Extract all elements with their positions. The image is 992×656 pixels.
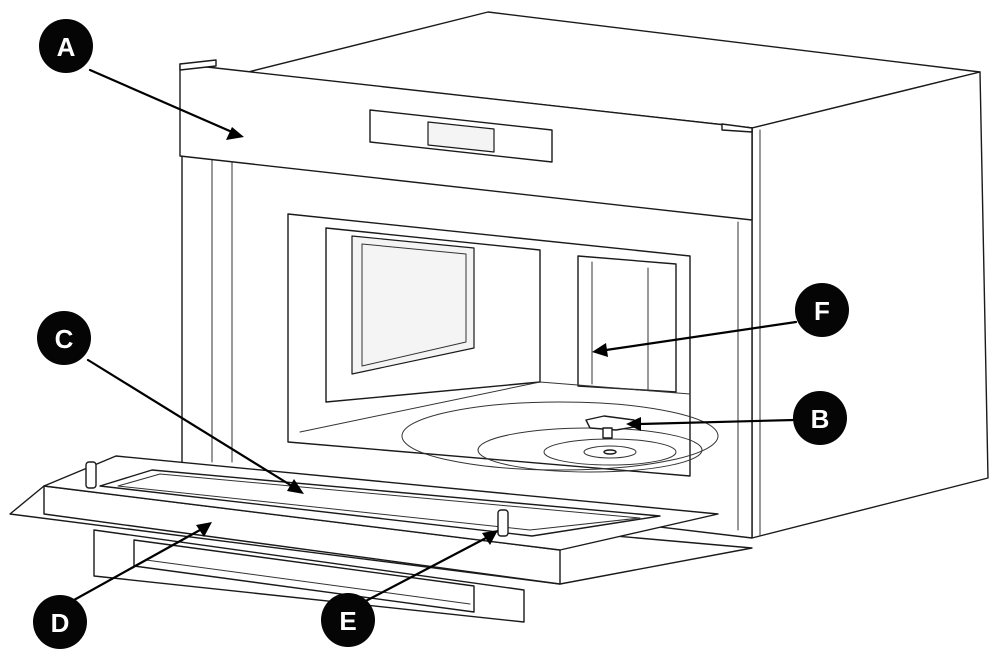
leader-A: [88, 68, 234, 134]
leader-E: [358, 536, 488, 606]
control-panel: [179, 59, 753, 221]
panel-left-lip: [179, 59, 217, 71]
callout-B-label: B: [811, 404, 830, 434]
leader-B: [638, 418, 796, 426]
cavity-floor-edge: [299, 381, 691, 433]
left-wall-window-inner: [361, 243, 467, 367]
hinge-pin-left: [85, 461, 97, 489]
callout-F-disc: [795, 283, 849, 337]
arrowhead-B: [626, 417, 641, 431]
callout-E-disc: [321, 593, 375, 647]
panel-right-lip: [721, 123, 753, 133]
turntable-hub: [583, 445, 637, 459]
callout-E-label: E: [339, 606, 356, 636]
turntable-spindle: [602, 427, 613, 439]
callout-C-disc: [37, 311, 91, 365]
oven-cavity: [287, 213, 691, 477]
callout-D: D: [33, 595, 87, 649]
door-underside-line: [145, 559, 471, 605]
left-wall-window: [351, 235, 475, 375]
display-screen: [427, 121, 495, 153]
callout-B: B: [793, 391, 847, 445]
arrowhead-D: [196, 522, 212, 537]
hinge-pin-right: [497, 509, 509, 537]
turntable-ring-outer: [401, 401, 719, 471]
arrowhead-F: [592, 343, 608, 357]
callout-C: C: [37, 311, 91, 365]
callout-F-label: F: [814, 296, 830, 326]
turntable-ring-inner: [543, 438, 677, 466]
callout-C-label: C: [55, 324, 74, 354]
callout-D-label: D: [51, 608, 70, 638]
door-inner-seal-2: [117, 473, 641, 531]
turntable-center: [603, 449, 617, 455]
right-wall-panel: [577, 255, 677, 393]
door-underside-inner: [133, 539, 475, 613]
callout-A-disc: [39, 19, 93, 73]
arrowhead-C: [287, 479, 304, 494]
leader-lines: [72, 68, 798, 606]
leader-C: [86, 358, 294, 488]
callout-E: E: [321, 593, 375, 647]
leader-D: [72, 528, 202, 602]
callout-F: F: [795, 283, 849, 337]
oven-door: [9, 455, 753, 623]
callout-D-disc: [33, 595, 87, 649]
callout-A: A: [39, 19, 93, 73]
leader-F: [604, 320, 798, 352]
door-inner-seal: [99, 469, 661, 537]
callout-B-disc: [793, 391, 847, 445]
oven-side-face: [751, 71, 989, 539]
arrowhead-E: [482, 530, 498, 545]
arrowhead-A: [226, 127, 244, 140]
callout-A-label: A: [57, 32, 76, 62]
